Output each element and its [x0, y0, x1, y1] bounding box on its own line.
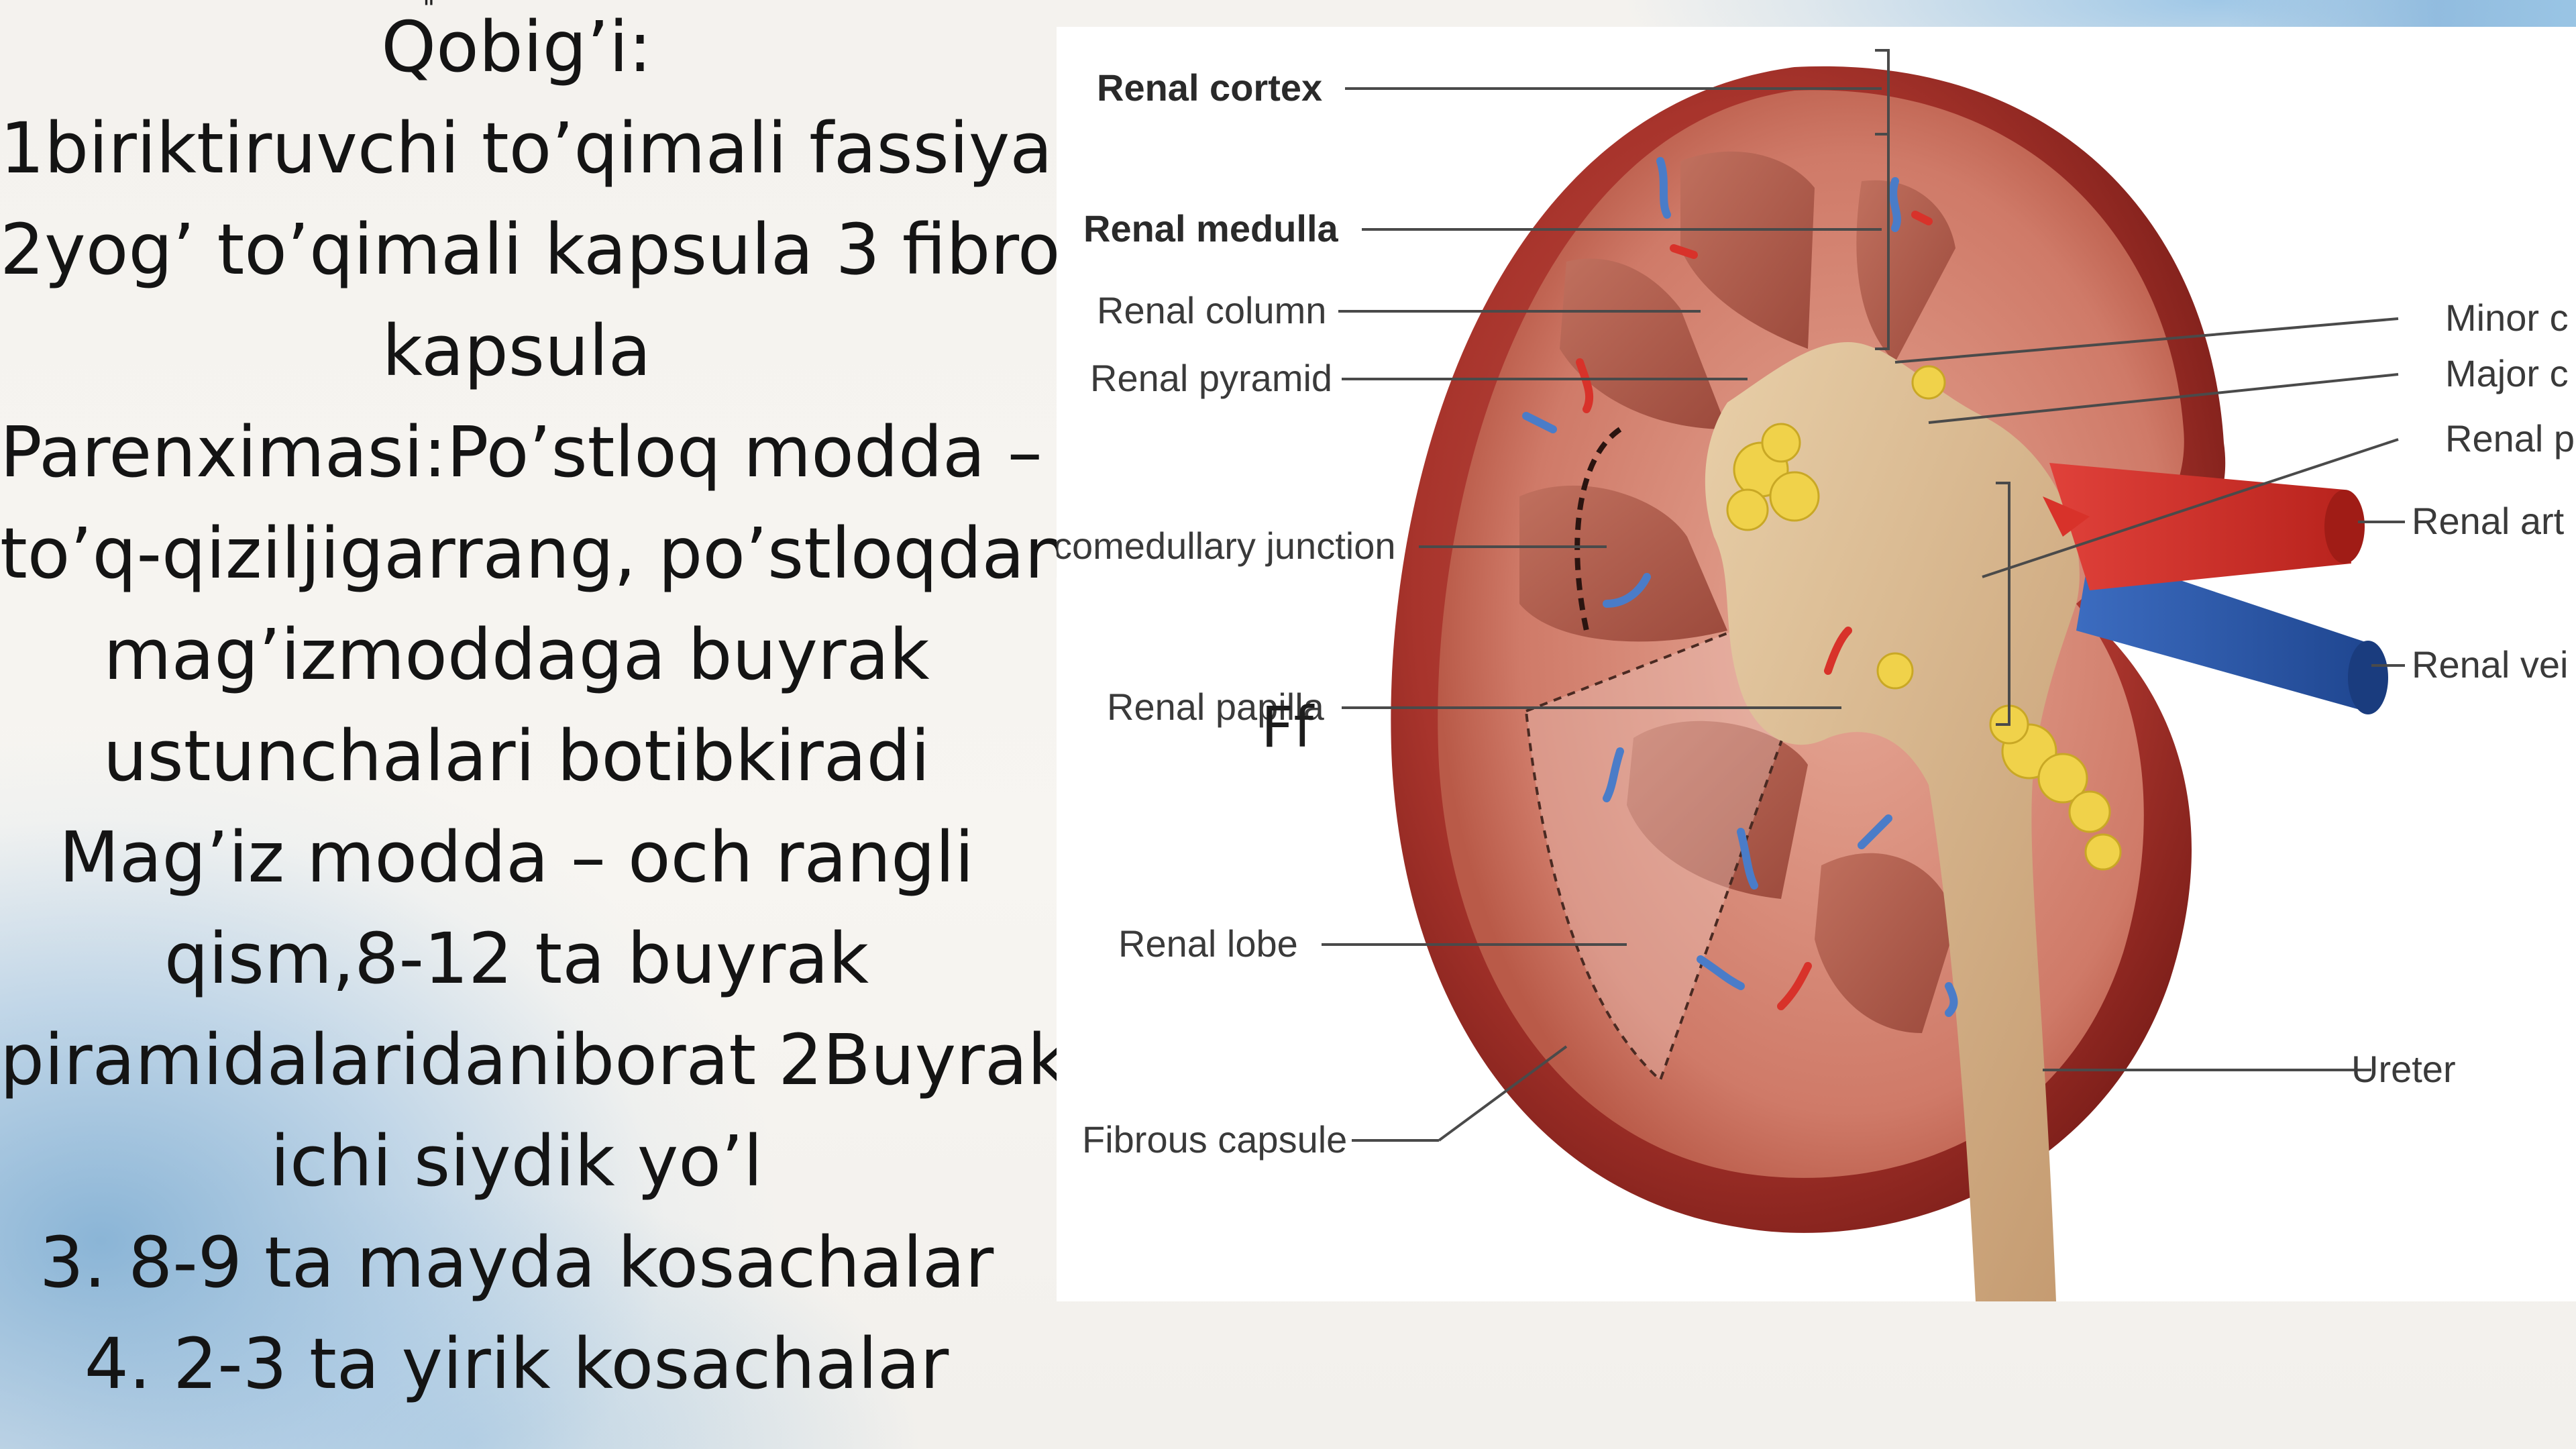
leader-lines	[1322, 49, 2405, 1142]
overlay-text-ff: Ff	[1261, 694, 1313, 760]
text-line: kapsula	[382, 310, 651, 392]
label-renal-vein: Renal vei	[2412, 643, 2568, 686]
renal-pelvis-shape	[1705, 342, 2080, 1301]
renal-pyramid-shape	[1856, 180, 1955, 362]
renal-artery-end	[2324, 490, 2365, 564]
text-line: mag’izmoddaga buyrak	[103, 614, 930, 696]
text-line: Mag’iz modda – och rangli	[59, 816, 974, 898]
label-corticomedullary-junction: comedullary junction	[1057, 525, 1395, 567]
renal-pyramid-shape	[1815, 853, 1955, 1033]
label-renal-pyramid: Renal pyramid	[1090, 357, 1332, 399]
text-line: ichi siydik yo’l	[270, 1120, 763, 1202]
text-line: qism,8-12 ta buyrak	[164, 918, 869, 1000]
label-renal-papilla: Renal papilla	[1107, 686, 1325, 728]
text-line: 1biriktiruvchi to’qimali fassiya	[0, 107, 1053, 189]
renal-vein-shape	[2076, 550, 2371, 711]
renal-pyramid-shape	[1627, 720, 1808, 899]
label-fibrous-capsule: Fibrous capsule	[1082, 1118, 1347, 1161]
label-renal-column: Renal column	[1097, 289, 1326, 331]
renal-lobe-outline	[1524, 629, 1796, 1083]
label-renal-artery: Renal art	[2412, 500, 2565, 542]
renal-artery-shape	[2049, 463, 2351, 590]
renal-vein-end	[2348, 641, 2388, 714]
label-renal-cortex: Renal cortex	[1097, 66, 1322, 109]
renal-pyramid-shape	[1519, 485, 1727, 642]
text-line: 2yog’ to’qimali kapsula 3 fibroz	[0, 209, 1097, 290]
text-line: piramidalaridaniborat 2Buyrak	[0, 1019, 1068, 1101]
kidney-illustration: Renal cortex Renal medulla Renal column …	[1057, 49, 2575, 1301]
label-ureter: Ureter	[2351, 1048, 2456, 1090]
text-line: 4. 2-3 ta yirik kosachalar	[84, 1323, 949, 1405]
label-major-calyx: Major c	[2445, 352, 2569, 394]
renal-artery-branch	[2043, 496, 2090, 537]
corticomedullary-dashed-line	[1574, 427, 1622, 631]
label-renal-pelvis: Renal p	[2445, 417, 2575, 460]
renal-pyramid-shape	[1560, 258, 1727, 429]
text-line: to’q-qiziljigarrang, po’stloqdan	[0, 513, 1069, 594]
text-line: Parenximasi:Po’stloq modda –	[0, 411, 1042, 493]
slide-text: Qobig’i: 1biriktiruvchi to’qimali fassiy…	[0, 0, 1097, 1449]
renal-fat	[1726, 365, 2122, 871]
text-line: Qobig’i:	[381, 6, 652, 88]
text-line: ustunchalari botibkiradi	[103, 715, 930, 797]
label-renal-lobe: Renal lobe	[1118, 922, 1298, 965]
label-renal-medulla: Renal medulla	[1083, 207, 1339, 250]
top-mark: "	[423, 0, 435, 24]
small-vessels	[1522, 157, 1958, 1017]
label-minor-calyx: Minor c	[2445, 297, 2569, 339]
text-line: 3. 8-9 ta mayda kosachalar	[39, 1222, 994, 1303]
kidney-diagram: Renal cortex Renal medulla Renal column …	[1057, 27, 2576, 1301]
renal-pyramid-shape	[1680, 151, 1815, 349]
